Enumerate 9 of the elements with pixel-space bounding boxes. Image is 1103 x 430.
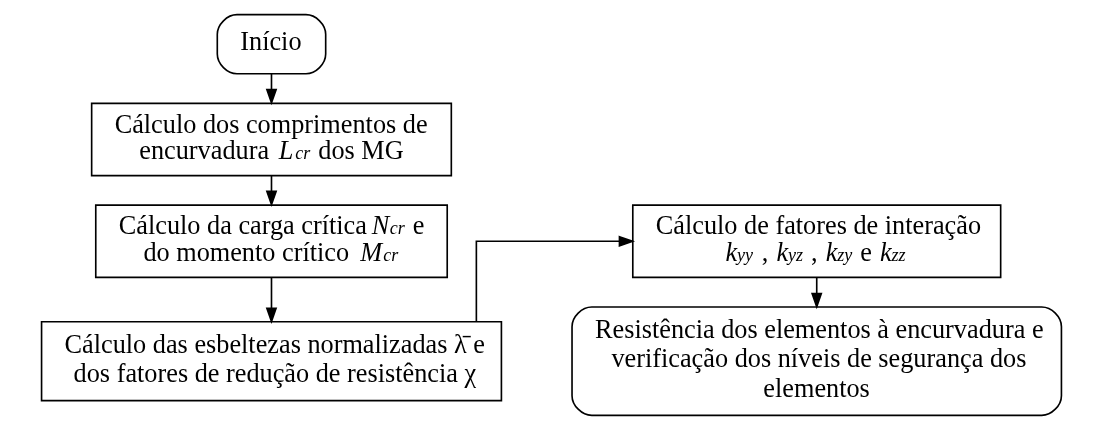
node-box: Cálculo dos comprimentos de encurvadura Lcr dos MG (90, 102, 453, 177)
node-box: Início (216, 13, 327, 75)
arrow (810, 277, 823, 310)
node-box: Cálculo de fatores de interação kyy , kyz , kzy e kzz (631, 204, 1002, 279)
node-box: Cálculo das esbeltezas normalizadas λ̄ e dos fatores de redução de resistência χ (40, 320, 503, 402)
arrow (475, 235, 636, 323)
node-box: Resistência dos elementos à encurvadura e verificação dos níveis de segurança dos elementos (571, 306, 1063, 417)
arrow (265, 277, 278, 324)
node-box: Cálculo da carga crítica Ncr e do momento crítico Mcr (94, 204, 449, 279)
